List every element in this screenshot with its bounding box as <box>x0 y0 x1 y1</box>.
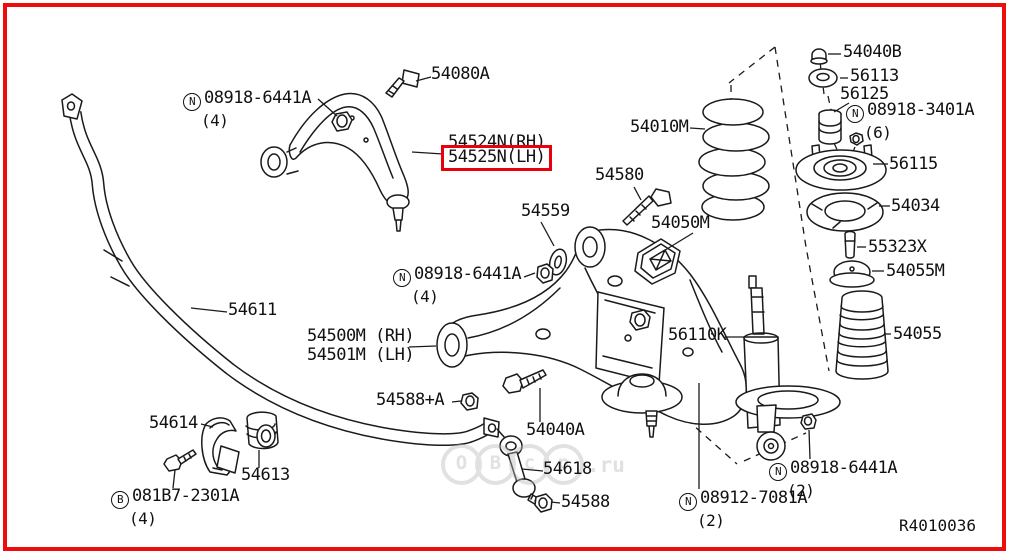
quantity: (4) <box>411 287 439 306</box>
diagram-id: R4010036 <box>899 516 977 535</box>
shock-absorber-drawing <box>735 275 841 461</box>
label-mount-washer: 56113 <box>850 66 899 86</box>
part-number-rh: 54500M (RH) <box>307 326 415 346</box>
part-number: 08918-6441A <box>414 264 522 284</box>
label-stab-bushing: 54613 <box>241 465 290 485</box>
label-dust-boot: 54055 <box>893 324 942 344</box>
label-link-nut-lower: 54588 <box>561 492 610 512</box>
label-spring-upper-seat: 54034 <box>891 196 940 216</box>
circled-N-icon: N <box>846 105 864 123</box>
upper-arm-nut-drawing <box>331 111 353 132</box>
arm-bolt-drawing <box>622 188 672 226</box>
upper-bolt-drawing <box>385 69 420 98</box>
part-number-lh: 54501M (LH) <box>307 345 415 365</box>
quantity: (2) <box>697 511 725 530</box>
part-number: 08918-6441A <box>204 88 312 108</box>
strut-mount-stack-drawing <box>795 48 889 380</box>
circled-B-icon: B <box>111 491 129 509</box>
label-mount-cap-nut: 54040B <box>843 42 902 62</box>
stab-bolt-drawing <box>163 449 197 472</box>
label-upper-bolt: 54080A <box>431 64 490 84</box>
label-lower-arm: 54500M (RH) 54501M (LH) <box>307 326 415 365</box>
label-upper-arm-lh[interactable]: 54525N(LH) <box>441 145 553 171</box>
quantity: (4) <box>201 111 229 130</box>
label-shock-absorber: 56110K <box>668 325 727 345</box>
part-number: 08918-3401A <box>867 100 975 120</box>
highlighted-part-number: 54525N(LH) <box>448 147 546 167</box>
label-washer: 54559 <box>521 201 570 221</box>
part-number: 08912-7081A <box>700 488 808 508</box>
label-stab-link: 54618 <box>543 459 592 479</box>
coil-spring-drawing <box>698 98 770 221</box>
upper-spring-seat-drawing <box>806 192 884 232</box>
leader-lines <box>172 53 891 504</box>
quantity: (6) <box>864 123 892 142</box>
stabilizer-mount-drawing <box>163 411 279 476</box>
label-boot-cap: 54055M <box>886 261 945 281</box>
washer-and-nut-drawing <box>536 248 568 284</box>
dust-boot-drawing <box>835 290 889 380</box>
circled-N-icon: N <box>679 493 697 511</box>
lower-arm-pivot-bolt-drawing <box>502 369 547 394</box>
label-link-nut-upper: 54588+A <box>376 390 445 410</box>
label-coil-spring: 54010M <box>630 117 689 137</box>
label-strut-mount: 56115 <box>889 154 938 174</box>
circled-N-icon: N <box>769 463 787 481</box>
lower-control-arm-drawing <box>436 226 747 438</box>
quantity: (2) <box>787 481 815 500</box>
part-number: 08918-6441A <box>790 458 898 478</box>
label-spring-lower-seat: 54050M <box>651 213 710 233</box>
spring-lower-seat-drawing <box>634 238 681 285</box>
label-arm-bolt: 54580 <box>595 165 644 185</box>
strut-mount-drawing <box>795 144 887 191</box>
label-lower-arm-pivot-bolt: 54040A <box>526 420 585 440</box>
stab-bushing-drawing <box>245 411 279 450</box>
label-stabilizer-bar: 54611 <box>228 300 277 320</box>
stabilizer-bar-drawing <box>61 93 500 447</box>
label-bump-stop: 55323X <box>868 237 927 257</box>
label-stab-clamp: 54614 <box>149 413 198 433</box>
circled-N-icon: N <box>183 93 201 111</box>
ball-joint-drawing <box>601 373 683 438</box>
quantity: (4) <box>129 509 157 528</box>
upper-control-arm-drawing <box>260 69 420 232</box>
stabilizer-link-drawing <box>460 392 553 513</box>
circled-N-icon: N <box>393 269 411 287</box>
part-number: 081B7-2301A <box>132 486 240 506</box>
label-mount-bushing: 56125 <box>840 84 889 104</box>
